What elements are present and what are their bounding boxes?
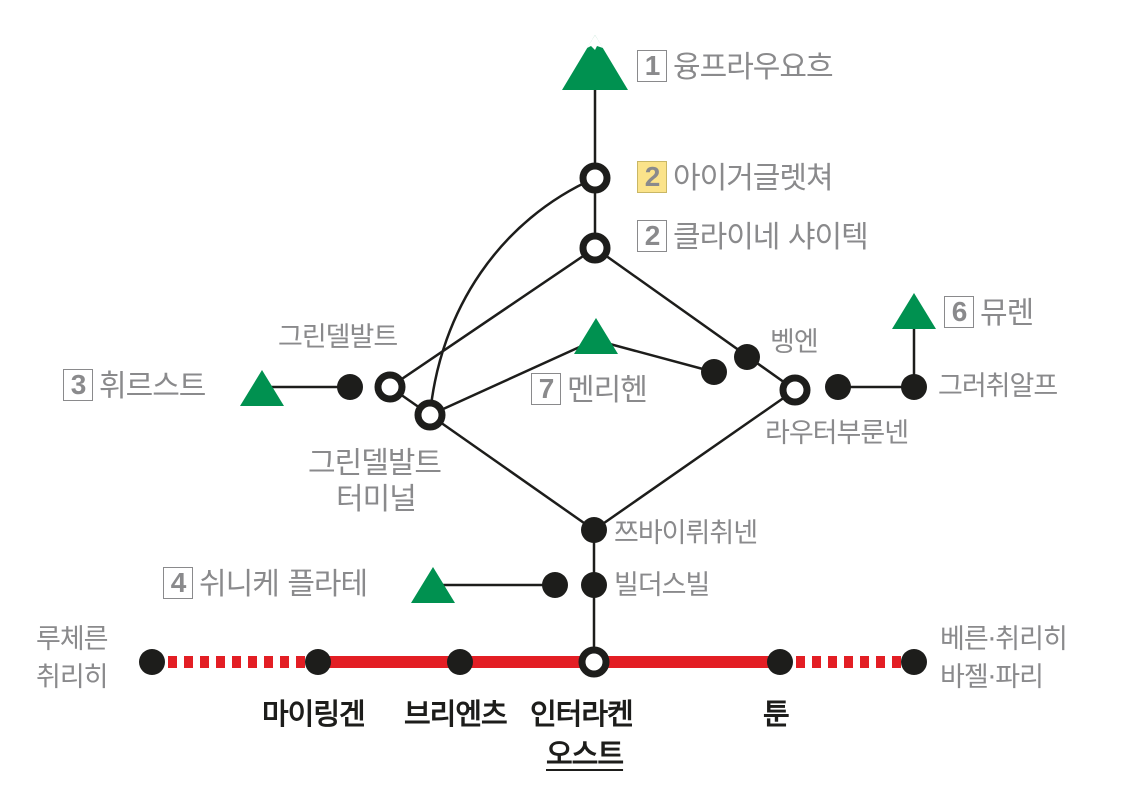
line-lauterbrunnen-zwei <box>593 388 796 532</box>
line-eiger-express <box>428 176 596 416</box>
station-label-thun: 툰 <box>763 697 790 731</box>
station-label-basel-paris: 바젤·파리 <box>940 662 1044 693</box>
station-label-wilderswil: 빌더스빌 <box>614 570 710 601</box>
station-label-zweiluetschinen: 쯔바이뤼취넨 <box>614 518 758 549</box>
interchange-lauterbrunnen <box>779 374 811 406</box>
station-label-brienz: 브리엔츠 <box>404 697 508 731</box>
station-label-interlaken: 인터라켄 <box>530 697 634 731</box>
station-dot-grutschalp <box>901 374 927 400</box>
station-label-grindelwald-terminal: 그린델발트 <box>308 446 442 481</box>
line-grindelwald-zwei <box>429 413 595 532</box>
station-dot-zweiluetschinen <box>581 517 607 543</box>
mountain-icon-schynige <box>411 567 455 603</box>
station-label-luzern: 루체른 <box>36 624 109 655</box>
interchange-eigergletscher <box>579 162 611 194</box>
station-label-meiringen: 마이링겐 <box>262 697 366 731</box>
station-label-interlaken-ost: 오스트 <box>546 737 624 771</box>
mountain-icon-maennlichen <box>574 318 618 354</box>
station-label-grutschalp: 그러취알프 <box>938 371 1058 402</box>
station-dot-luzern <box>139 649 165 675</box>
station-label-grindelwald: 그린델발트 <box>278 322 398 353</box>
station-label-zurich-west: 취리히 <box>36 662 109 693</box>
interchange-grindelwald-terminal <box>414 399 446 431</box>
station-dot-wengen <box>734 344 760 370</box>
station-dot-meiringen <box>305 649 331 675</box>
station-dot-wilderswil <box>581 572 607 598</box>
interchange-grindelwald <box>374 371 406 403</box>
station-label-bern-zurich: 베른·취리히 <box>940 624 1068 655</box>
interchange-interlaken-ost <box>578 646 610 678</box>
station-label-wengen: 벵엔 <box>770 327 819 358</box>
line-maennlichen-left <box>429 338 596 417</box>
line-kleine-grindelwald <box>389 246 596 389</box>
mountain-icon-first <box>240 370 284 406</box>
station-label-lauterbrunnen: 라우터부룬넨 <box>765 418 909 449</box>
station-label-grindelwald-terminal-2: 터미널 <box>336 482 417 517</box>
mountain-icon-muerren <box>892 293 936 329</box>
interchange-kleine-scheidegg <box>579 232 611 264</box>
line-kleine-lauterbrunnen <box>594 246 796 392</box>
station-dot-first <box>337 374 363 400</box>
line-maennlichen-right <box>594 338 715 374</box>
station-dot-bern <box>901 649 927 675</box>
station-dot-thun <box>767 649 793 675</box>
station-dot-brienz <box>447 649 473 675</box>
mountain-icon-jungfraujoch <box>562 35 628 90</box>
